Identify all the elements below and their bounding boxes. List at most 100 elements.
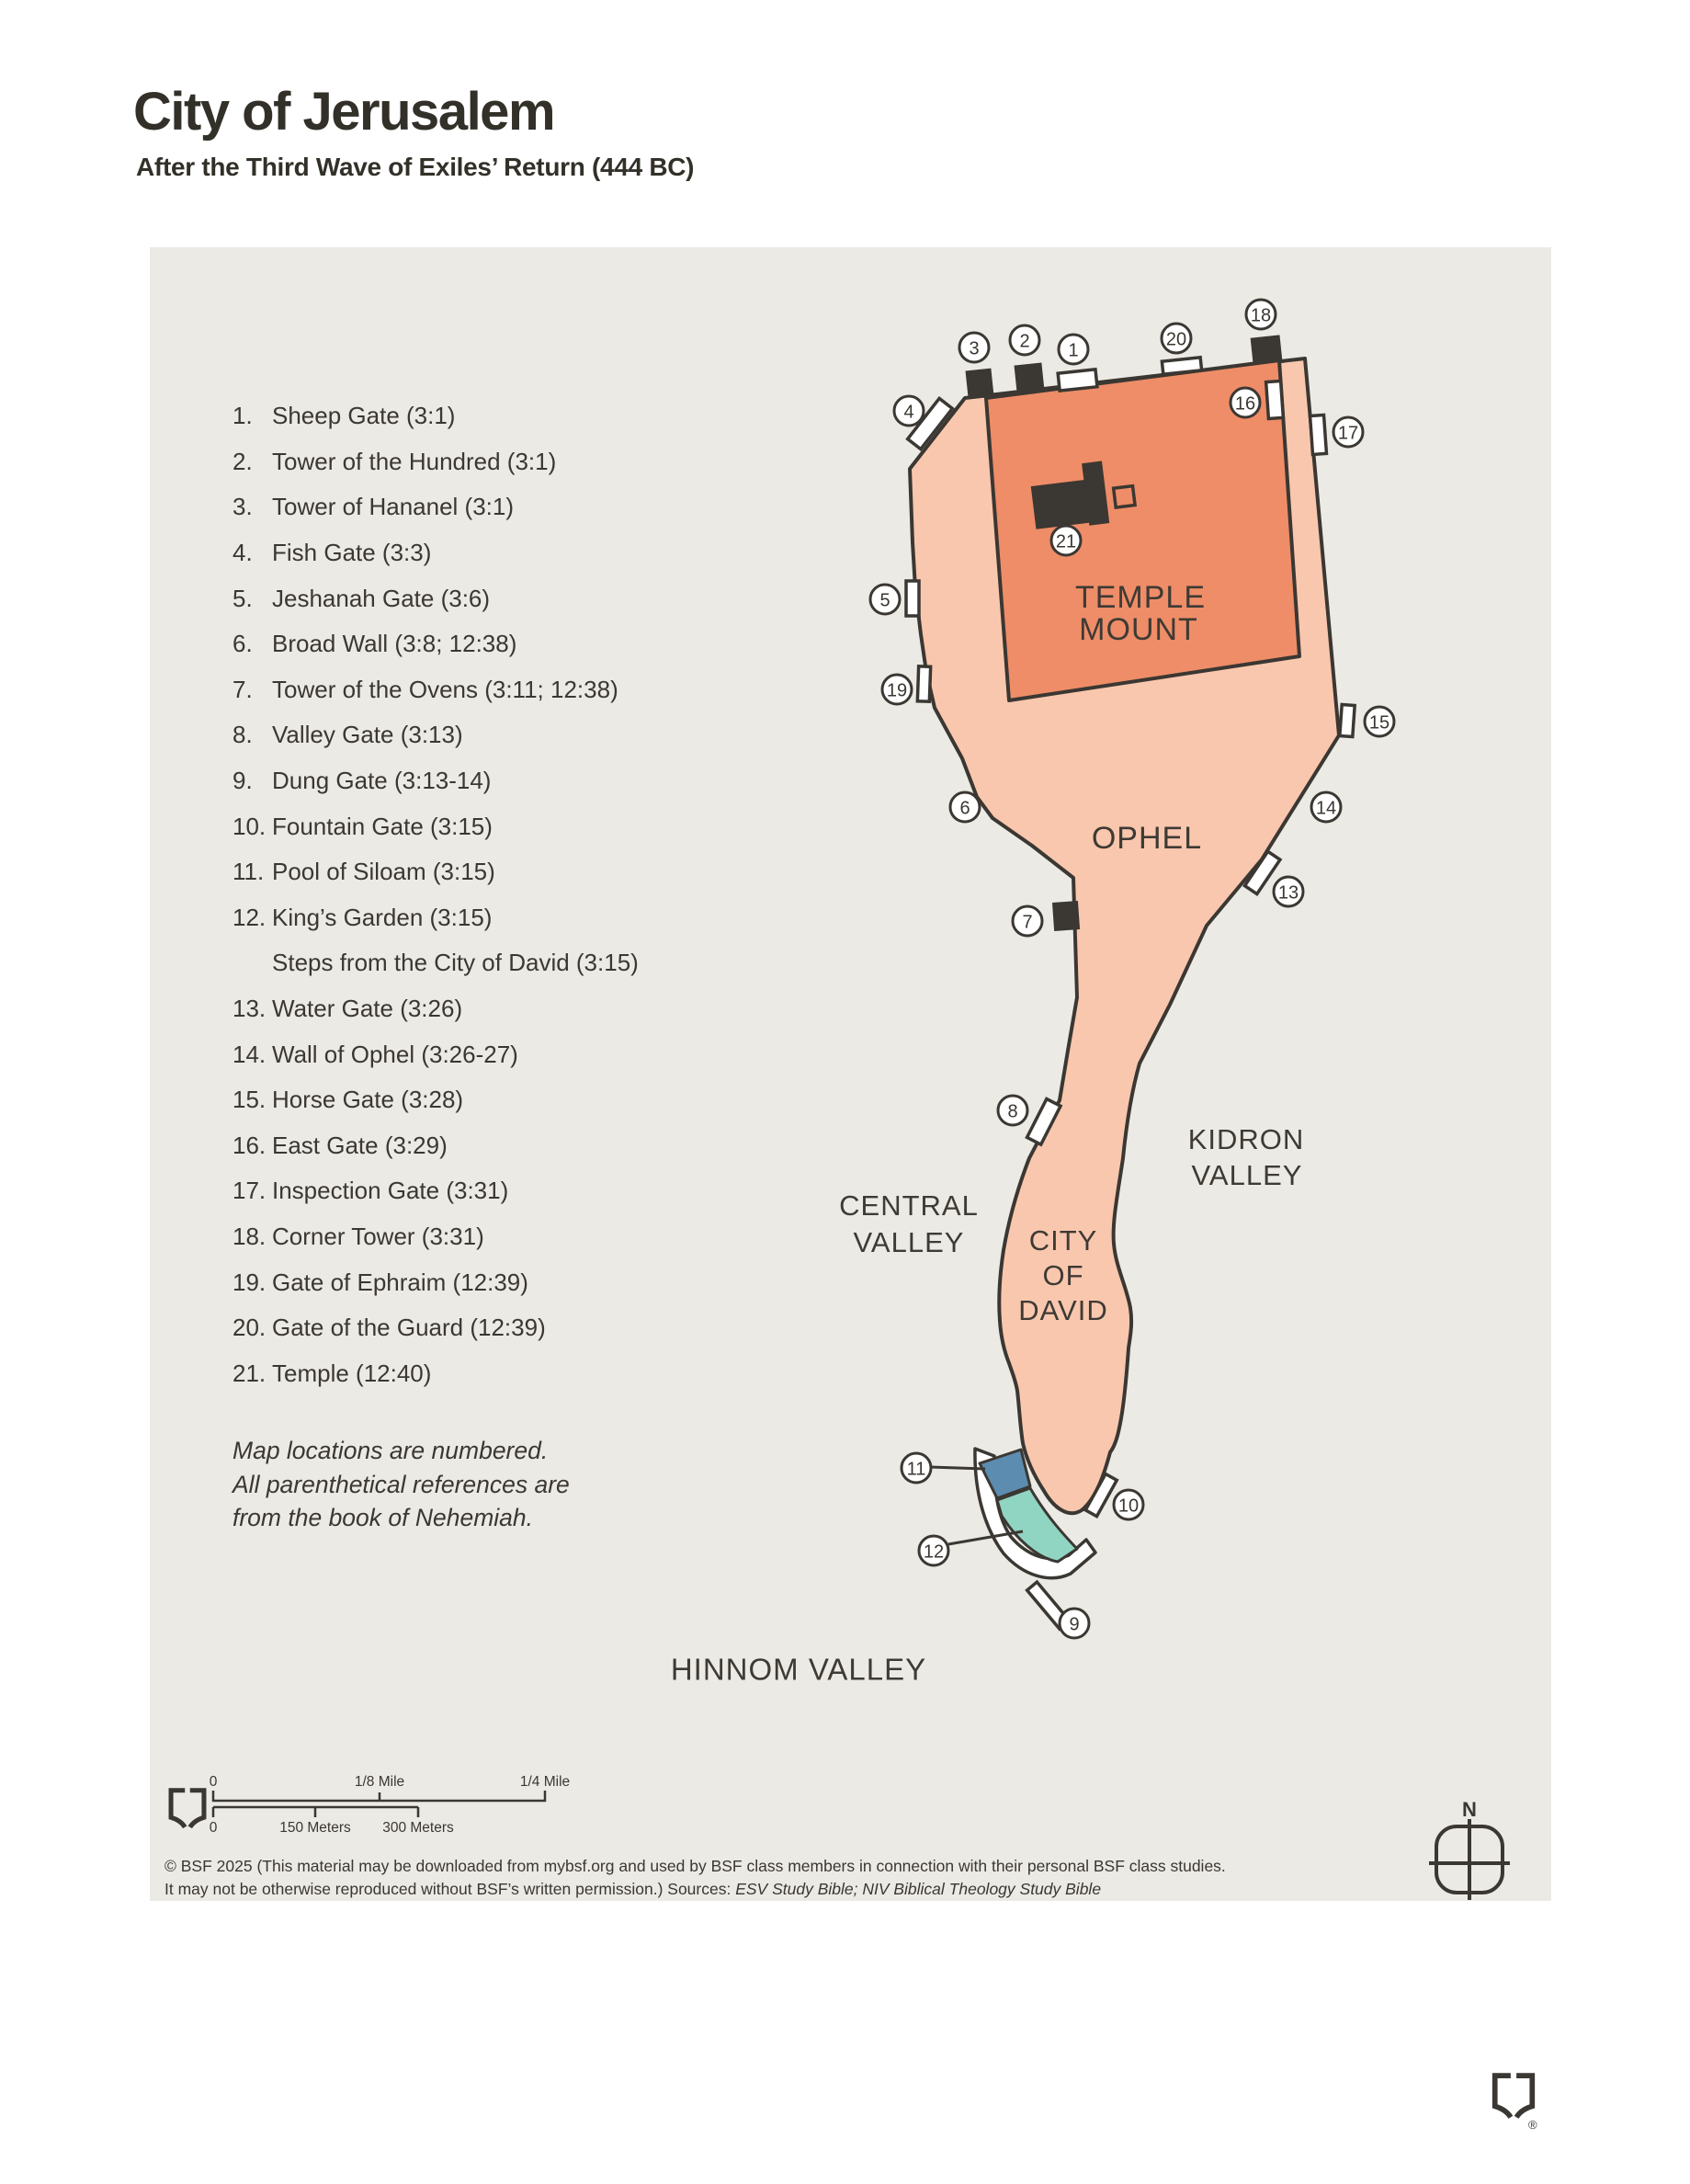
svg-text:15: 15 [1369, 713, 1389, 734]
gate-rect-1 [1056, 367, 1099, 392]
compass-n-label: N [1462, 1798, 1477, 1821]
svg-text:CENTRAL: CENTRAL [839, 1189, 979, 1222]
page-title: City of Jerusalem [133, 82, 556, 142]
svg-text:OF: OF [1042, 1259, 1083, 1291]
scalebar-mile-label: 0 [210, 1774, 218, 1790]
svg-text:16: 16 [1235, 394, 1255, 415]
svg-text:14: 14 [1316, 799, 1336, 819]
gate-rect-10 [1083, 1472, 1119, 1519]
map-marker-10: 10 [1112, 1488, 1145, 1521]
scalebar-meter-label: 150 Meters [279, 1820, 351, 1836]
map-marker-18: 18 [1244, 298, 1277, 331]
map-marker-21: 21 [1049, 524, 1083, 557]
scalebar-mile-label: 1/8 Mile [355, 1774, 404, 1790]
legend-item: 17.Inspection Gate (3:31) [233, 1177, 509, 1205]
map-marker-11: 11 [900, 1451, 933, 1484]
map-marker-7: 7 [1011, 904, 1044, 938]
svg-text:10: 10 [1118, 1496, 1139, 1517]
map-marker-19: 19 [880, 673, 913, 706]
leader-line-12 [947, 1530, 1024, 1546]
svg-text:20: 20 [1166, 330, 1186, 350]
legend-item: 8.Valley Gate (3:13) [233, 721, 463, 749]
legend-item: 10.Fountain Gate (3:15) [233, 812, 493, 840]
svg-text:13: 13 [1278, 883, 1299, 904]
map-marker-6: 6 [948, 791, 981, 824]
svg-text:21: 21 [1056, 532, 1076, 552]
bsf-book-icon-corner [1495, 2076, 1533, 2117]
copyright-text: © BSF 2025 (This material may be downloa… [164, 1855, 1226, 1901]
gate-rect-20 [1160, 355, 1204, 377]
legend-item: 6.Broad Wall (3:8; 12:38) [233, 630, 517, 658]
svg-text:KIDRON: KIDRON [1188, 1123, 1305, 1155]
svg-text:DAVID: DAVID [1018, 1294, 1107, 1326]
tower-rect-7 [1051, 901, 1081, 931]
tower-rect-2 [1014, 362, 1045, 394]
map-marker-1: 1 [1057, 333, 1090, 366]
svg-text:1: 1 [1068, 341, 1078, 361]
map-marker-17: 17 [1332, 415, 1365, 449]
svg-text:VALLEY: VALLEY [1192, 1159, 1303, 1191]
gate-rect-4 [905, 395, 955, 452]
gate-rect-13 [1242, 848, 1283, 896]
legend-item: 16.East Gate (3:29) [233, 1131, 448, 1159]
map-marker-20: 20 [1160, 322, 1193, 355]
svg-text:2: 2 [1019, 332, 1029, 352]
svg-text:HINNOM VALLEY: HINNOM VALLEY [671, 1653, 926, 1687]
svg-text:TEMPLE: TEMPLE [1075, 580, 1206, 615]
map-marker-5: 5 [868, 583, 902, 616]
legend-item: 4.Fish Gate (3:3) [233, 539, 432, 567]
legend-note-line: Map locations are numbered. [233, 1437, 549, 1464]
svg-text:7: 7 [1022, 913, 1032, 933]
svg-text:VALLEY: VALLEY [854, 1226, 965, 1258]
svg-text:3: 3 [969, 339, 979, 359]
map-marker-3: 3 [958, 331, 991, 364]
legend-item: 5.Jeshanah Gate (3:6) [233, 584, 491, 612]
scalebar-miles-line [211, 1791, 547, 1803]
region-label-hinnom-valley: HINNOM VALLEY [671, 1653, 926, 1687]
region-label-kidron-valley: KIDRON VALLEY [1188, 1123, 1305, 1191]
map-marker-16: 16 [1229, 386, 1262, 419]
legend-item: 11.Pool of Siloam (3:15) [233, 858, 495, 886]
page-subtitle: After the Third Wave of Exiles’ Return (… [136, 153, 695, 181]
registered-mark: ® [1528, 2118, 1537, 2132]
legend-item: 18.Corner Tower (3:31) [233, 1222, 484, 1250]
svg-text:OPHEL: OPHEL [1092, 821, 1202, 856]
legend-item: 3.Tower of Hananel (3:1) [233, 493, 515, 521]
legend-note-line: from the book of Nehemiah. [233, 1504, 534, 1531]
map-marker-15: 15 [1363, 705, 1396, 738]
temple-building [1030, 461, 1138, 529]
copyright-line-1: © BSF 2025 (This material may be downloa… [164, 1857, 1226, 1875]
legend-item: 12.King’s Garden (3:15) [233, 903, 493, 931]
legend-item: Steps from the City of David (3:15) [272, 949, 639, 977]
map-marker-14: 14 [1310, 791, 1343, 824]
pool-of-siloam-area [978, 1448, 1032, 1500]
scalebar-meters-line [211, 1805, 420, 1817]
svg-text:MOUNT: MOUNT [1079, 612, 1198, 647]
svg-text:19: 19 [887, 681, 907, 701]
legend-note: Map locations are numbered.All parenthet… [233, 1434, 570, 1535]
scalebar-mile-label: 1/4 Mile [520, 1774, 570, 1790]
gate-rect-15 [1337, 702, 1357, 739]
map-marker-13: 13 [1272, 875, 1305, 908]
gate-rect-19 [915, 664, 933, 704]
legend-item: 21.Temple (12:40) [233, 1359, 432, 1387]
leader-line-11 [930, 1465, 986, 1471]
gate-rect-8 [1025, 1097, 1063, 1147]
svg-text:11: 11 [907, 1460, 926, 1480]
svg-text:5: 5 [879, 591, 890, 611]
scalebar-meter-label: 300 Meters [382, 1820, 454, 1836]
compass-rose: N [1429, 1798, 1510, 1900]
svg-text:17: 17 [1338, 424, 1358, 444]
legend-item: 9.Dung Gate (3:13-14) [233, 767, 492, 795]
svg-text:CITY: CITY [1029, 1224, 1098, 1257]
svg-text:6: 6 [959, 799, 970, 819]
legend-item: 14.Wall of Ophel (3:26-27) [233, 1040, 518, 1068]
gate-rect-5 [904, 579, 921, 618]
svg-text:18: 18 [1251, 306, 1271, 326]
tower-rect-3 [965, 368, 994, 400]
